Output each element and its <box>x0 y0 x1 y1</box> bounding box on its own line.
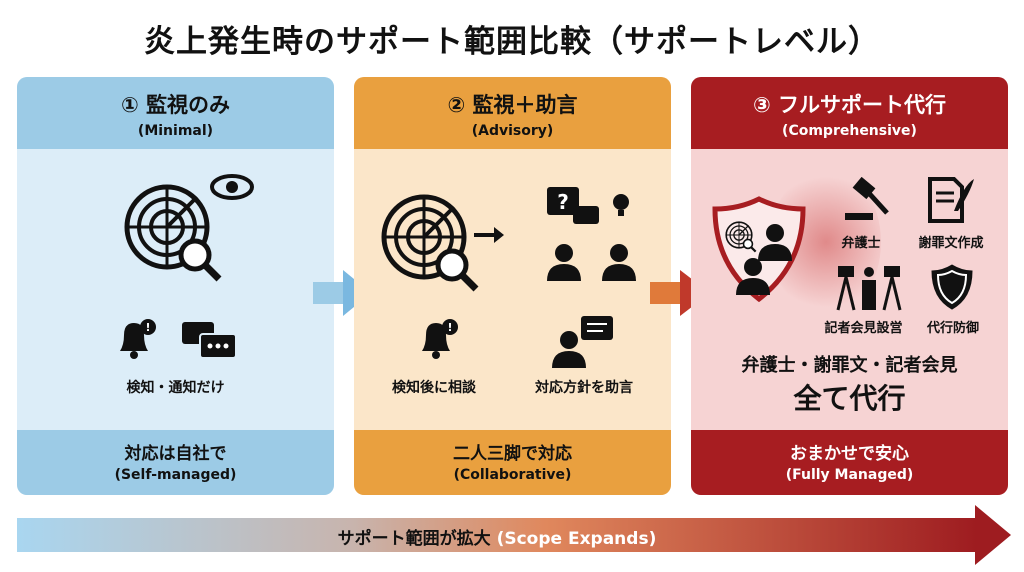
svg-text:!: ! <box>447 321 452 334</box>
svg-text:!: ! <box>145 321 150 334</box>
service-label: 代行防御 <box>926 321 979 336</box>
scope-arrow-head <box>975 505 1011 565</box>
footer-title: 対応は自社で <box>124 444 227 464</box>
shield-services-icon <box>712 196 806 303</box>
panel-subtitle: (Comprehensive) <box>782 123 917 139</box>
feature-label: 対応方針を助言 <box>535 380 633 396</box>
footer-subtitle: (Self-managed) <box>114 467 237 483</box>
document-pen-icon <box>928 177 974 223</box>
panel-comprehensive: ③ フルサポート代行 (Comprehensive) 弁護士 謝罪文作成 記者会… <box>691 77 1008 495</box>
chat-icon <box>182 322 237 359</box>
panel-header: ② 監視＋助言 (Advisory) <box>354 77 671 149</box>
panel-title: ① 監視のみ <box>120 93 231 117</box>
press-conference-icon <box>836 266 902 311</box>
service-label: 記者会見設営 <box>824 321 903 336</box>
footer-title: 二人三脚で対応 <box>453 444 572 464</box>
feature-label: 検知後に相談 <box>392 380 476 396</box>
panel-header: ③ フルサポート代行 (Comprehensive) <box>691 77 1008 149</box>
feature-label: 検知・通知だけ <box>126 380 225 396</box>
panel-minimal: ① 監視のみ (Minimal) ! 検知・通知だけ 対応は自社で (Self-… <box>17 77 334 495</box>
bell-alert-icon: ! <box>422 319 458 359</box>
panel-footer: 二人三脚で対応 (Collaborative) <box>354 430 671 495</box>
panel-advisory: ② 監視＋助言 (Advisory) ? ! 検知後に相談 対応方針を助言 二人… <box>354 77 671 495</box>
radar-eye-icon <box>107 174 254 282</box>
page-title: 炎上発生時のサポート範囲比較（サポートレベル） <box>144 24 880 60</box>
summary-text: 弁護士・謝罪文・記者会見 <box>741 355 958 376</box>
footer-subtitle: (Collaborative) <box>453 467 572 483</box>
scope-arrow-label: サポート範囲が拡大 (Scope Expands) <box>17 524 977 549</box>
svg-text:?: ? <box>557 190 569 214</box>
advice-icon <box>552 316 613 368</box>
panel-header: ① 監視のみ (Minimal) <box>17 77 334 149</box>
panel-footer: 対応は自社で (Self-managed) <box>17 430 334 495</box>
service-label: 弁護士 <box>841 236 881 251</box>
panel-subtitle: (Advisory) <box>471 123 554 139</box>
panel-footer: おまかせで安心 (Fully Managed) <box>691 430 1008 495</box>
scope-label-en: (Scope Expands) <box>496 529 657 549</box>
consultation-icon: ? <box>547 187 636 281</box>
scope-label-ja: サポート範囲が拡大 <box>337 529 491 549</box>
footer-title: おまかせで安心 <box>790 444 909 464</box>
radar-icon <box>374 187 504 297</box>
panel-subtitle: (Minimal) <box>137 123 214 139</box>
panel-title: ② 監視＋助言 <box>447 93 578 117</box>
service-label: 謝罪文作成 <box>918 236 984 251</box>
gavel-icon <box>845 177 889 220</box>
bell-alert-icon: ! <box>120 319 156 359</box>
footer-subtitle: (Fully Managed) <box>785 467 914 483</box>
shield-icon <box>931 264 973 310</box>
scope-arrow: サポート範囲が拡大 (Scope Expands) <box>17 505 1017 565</box>
panel-title: ③ フルサポート代行 <box>752 93 947 117</box>
summary-headline: 全て代行 <box>793 382 906 415</box>
scope-arrow-bar <box>17 518 977 552</box>
